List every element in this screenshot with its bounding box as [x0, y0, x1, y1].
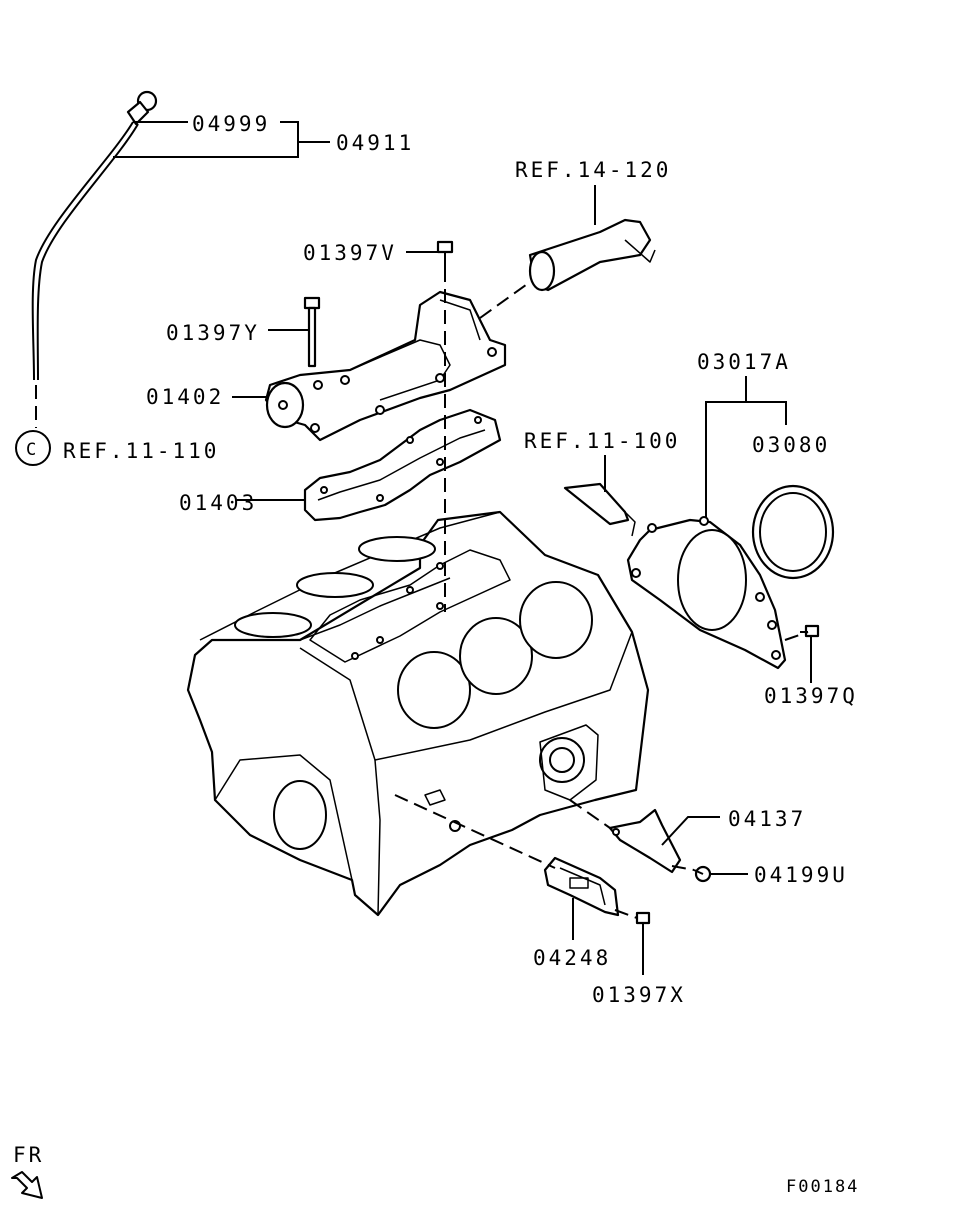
label-03017a: 03017A [697, 350, 791, 374]
cylinder-block [186, 510, 650, 917]
label-04999: 04999 [192, 112, 270, 136]
figure-code: F00184 [786, 1177, 859, 1197]
label-ref-11-100: REF.11-100 [524, 429, 680, 453]
ref-marker-circle [15, 430, 51, 466]
dipstick-assembly [31, 90, 158, 428]
label-03080: 03080 [752, 433, 830, 457]
label-04137: 04137 [728, 807, 806, 831]
bolt-01397q [800, 624, 820, 638]
rear-oil-seal-case [626, 516, 787, 670]
label-ref-11-110: REF.11-110 [63, 439, 219, 463]
label-ref-14-120: REF.14-120 [515, 158, 671, 182]
water-hose [528, 218, 656, 292]
bracket-04137 [608, 808, 682, 874]
water-outlet-cover [264, 290, 507, 442]
label-01397q: 01397Q [764, 684, 858, 708]
bolt-04199u [693, 865, 712, 883]
label-01397x: 01397X [592, 983, 686, 1007]
outlet-gasket [303, 408, 502, 522]
front-arrow-icon [11, 1171, 43, 1199]
bolt-01397x [635, 911, 651, 925]
bolt-01397y [303, 296, 321, 368]
label-01397v: 01397V [303, 241, 397, 265]
front-direction-label: FR [13, 1143, 44, 1167]
sensor-04248 [543, 856, 620, 917]
rear-oil-seal [751, 484, 835, 580]
label-04911: 04911 [336, 131, 414, 155]
label-01403: 01403 [179, 491, 257, 515]
label-01402: 01402 [146, 385, 224, 409]
label-01397y: 01397Y [166, 321, 260, 345]
label-04248: 04248 [533, 946, 611, 970]
ref-marker-letter: C [26, 440, 38, 460]
label-04199u: 04199U [754, 863, 848, 887]
bolt-01397v [436, 240, 454, 268]
sealant-tube [563, 482, 636, 537]
